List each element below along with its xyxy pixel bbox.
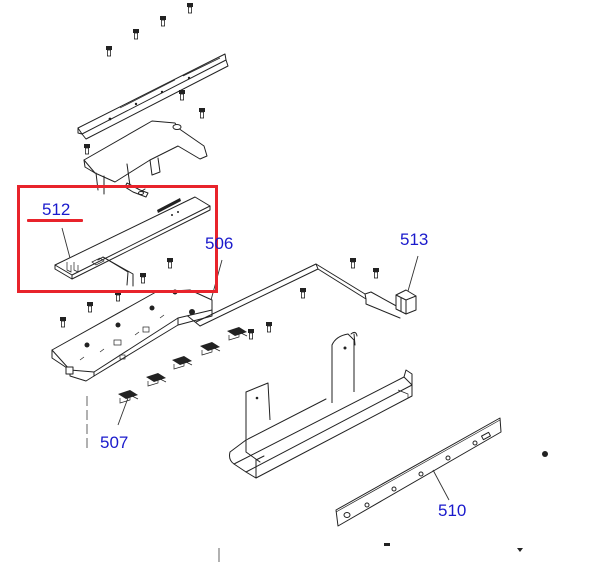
- callout-510[interactable]: 510: [438, 501, 467, 520]
- highlight-box-512: [17, 185, 218, 293]
- loose-screws: [384, 451, 548, 552]
- board-512-part: [54, 196, 211, 287]
- top-rail-part: [77, 53, 229, 140]
- highlight-underline-512: [27, 219, 83, 222]
- base-tray-part: [51, 289, 213, 382]
- callout-512[interactable]: 512: [42, 200, 71, 219]
- frame-part: [229, 331, 413, 479]
- callout-513[interactable]: 513: [400, 230, 429, 249]
- callout-506[interactable]: 506: [205, 234, 234, 253]
- strip-510-part: [335, 417, 502, 527]
- callout-507[interactable]: 507: [100, 433, 129, 452]
- screw-set-cable: [247, 257, 380, 340]
- flex-cable-506-part: [183, 263, 417, 327]
